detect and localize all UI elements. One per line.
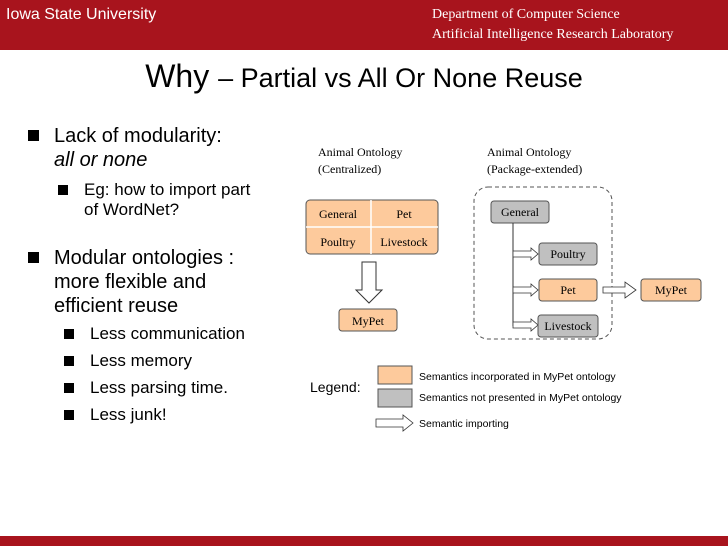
bullet-text: Lack of modularity: [54,125,222,147]
branch-arrow-icon [512,247,539,261]
university-name: Iowa State University [6,6,157,23]
title-sub: – Partial vs All Or None Reuse [218,63,583,93]
bullet-square-icon [64,410,74,420]
sub-bullet-text: of WordNet? [84,200,180,219]
pkg-poultry-label: Poultry [550,247,585,261]
bullet-list: Lack of modularity: all or none Eg: how … [20,124,312,425]
header-bar: Iowa State University Department of Comp… [0,0,728,50]
pkg-pet-label: Pet [560,283,576,297]
bullet-item: Lack of modularity: all or none [20,124,312,172]
legend-arrow-icon [375,414,414,432]
bullet-square-icon [58,185,68,195]
legend-importing-text: Semantic importing [419,418,509,430]
sub-bullet-item: Less memory [20,351,312,371]
down-arrow-icon [354,261,384,304]
branch-arrow-icon [512,318,539,332]
bullet-text: Modular ontologies : [54,247,235,269]
pkg-poultry-box [538,242,598,266]
sub-bullet-item: Less junk! [20,405,312,425]
mypet-right-box [640,278,702,302]
branch-arrow-icon [512,283,539,297]
legend-swatch-incorporated [377,365,413,385]
sub-bullet-text: Less junk! [90,405,167,424]
legend-label: Legend: [310,379,361,395]
department-line: Department of Computer Science [432,7,620,22]
cell-pet: Pet [396,207,412,221]
left-caption-2: (Centralized) [318,162,381,176]
right-caption-1: Animal Ontology [487,145,571,159]
sub-bullet-item: Less communication [20,324,312,344]
mypet-left-label: MyPet [352,314,385,328]
mypet-right-label: MyPet [655,283,688,297]
cell-poultry: Poultry [320,235,355,249]
sub-bullet-text: Less communication [90,324,245,343]
bullet-square-icon [64,383,74,393]
bullet-item: Modular ontologies : more flexible and e… [20,246,312,318]
pkg-general-box [490,200,550,224]
legend-incorporated-text: Semantics incorporated in MyPet ontology [419,371,616,383]
legend-swatch-not-presented [377,388,413,408]
cell-general: General [319,207,358,221]
lab-line: Artificial Intelligence Research Laborat… [432,27,674,42]
sub-bullet-text: Less parsing time. [90,378,228,397]
legend-not-presented-text: Semantics not presented in MyPet ontolog… [419,392,622,404]
department-info: Department of Computer Science Artificia… [432,5,673,45]
bullet-square-icon [64,329,74,339]
pkg-livestock-box [537,314,599,338]
bullet-text: more flexible and [54,271,207,293]
sub-bullet-text: Less memory [90,351,193,370]
bullet-square-icon [28,252,39,263]
left-caption-1: Animal Ontology [318,145,402,159]
import-arrow-icon [602,281,637,299]
sub-bullet-text: Eg: how to import part [84,180,251,199]
right-caption-2: (Package-extended) [487,162,582,176]
bullet-text: efficient reuse [54,295,179,317]
sub-bullet-item: Eg: how to import part of WordNet? [20,180,312,220]
slide-title: Why – Partial vs All Or None Reuse [0,58,728,95]
sub-bullet-item: Less parsing time. [20,378,312,398]
bullet-square-icon [28,130,39,141]
pkg-general-label: General [501,205,540,219]
title-main: Why [145,58,210,94]
footer-bar [0,536,728,546]
bullet-square-icon [64,356,74,366]
cell-livestock: Livestock [380,235,427,249]
bullet-text: all or none [54,149,148,171]
package-container [473,186,613,340]
pkg-livestock-label: Livestock [544,319,591,333]
pkg-pet-box [538,278,598,302]
mypet-left-box [338,308,398,332]
